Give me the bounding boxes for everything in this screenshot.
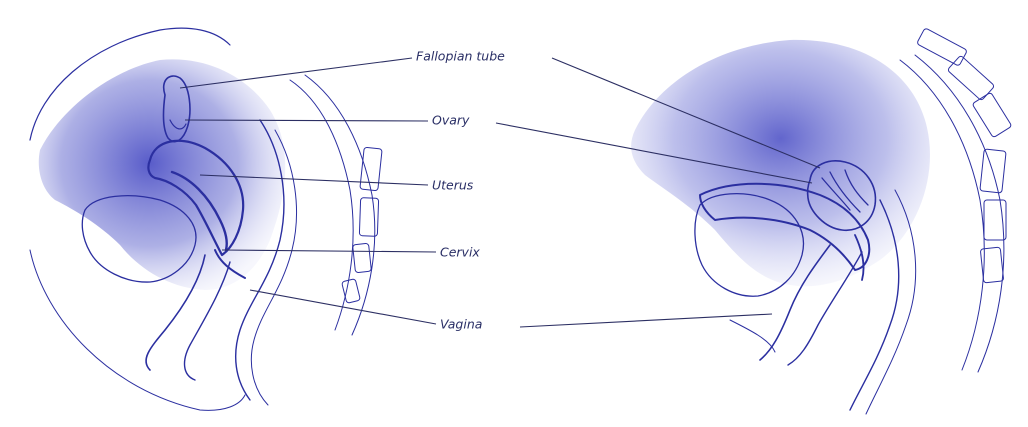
right-lower-outline [730, 320, 775, 352]
left-abdominal-wash [39, 59, 285, 290]
left-spine [290, 75, 382, 335]
left-illustration [30, 28, 382, 410]
label-cervix: Cervix [440, 245, 480, 260]
leader-vagina-left [250, 290, 436, 324]
label-uterus: Uterus [432, 178, 474, 193]
right-illustration [631, 28, 1012, 414]
right-abdominal-wash [631, 40, 930, 286]
label-vagina: Vagina [440, 317, 482, 332]
labels: Fallopian tube Ovary Uterus Cervix Vagin… [416, 49, 505, 332]
label-ovary: Ovary [432, 113, 470, 128]
leader-vagina-right [520, 314, 772, 327]
label-fallopian-tube: Fallopian tube [416, 49, 505, 64]
